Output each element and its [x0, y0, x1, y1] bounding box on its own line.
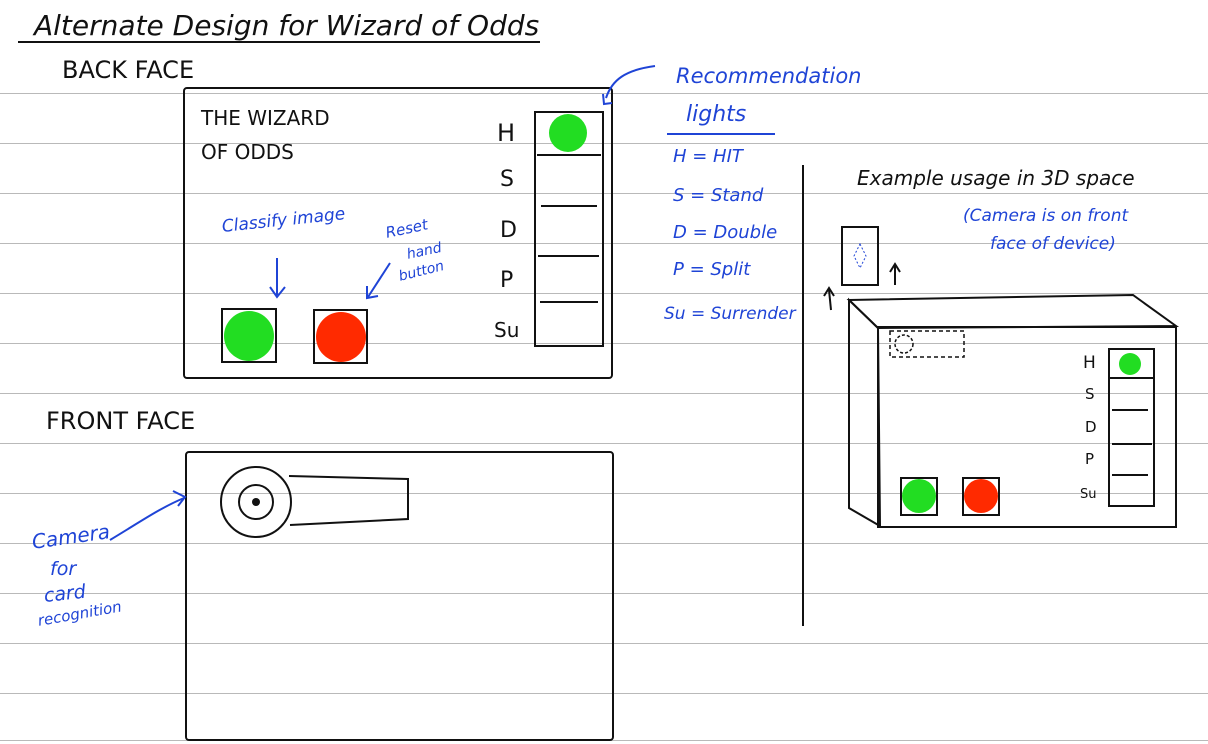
example-card-pips — [853, 242, 867, 270]
device-front-face — [877, 326, 1177, 528]
device-reset-button — [964, 479, 998, 513]
example-arrow-head — [889, 262, 901, 273]
device-top-face — [846, 293, 1180, 330]
front-face-heading: FRONT FACE — [46, 407, 196, 435]
camera-lens-inner — [238, 484, 274, 520]
device-classify-button — [902, 479, 936, 513]
reset-arrow — [367, 262, 391, 298]
example-note-1: (Camera is on front — [963, 206, 1129, 226]
camera-arm — [288, 475, 409, 526]
device-camera-lens — [894, 334, 914, 354]
lights-column — [534, 111, 604, 347]
recommendation-subtitle: lights — [686, 102, 747, 127]
ruled-line — [0, 93, 1208, 94]
example-title: Example usage in 3D space — [857, 166, 1135, 190]
legend-stand: S = Stand — [673, 185, 764, 206]
device-side-face — [848, 297, 882, 528]
device-light-label-s: S — [1085, 385, 1095, 403]
example-arrow — [828, 289, 832, 311]
classify-arrow-head — [269, 286, 286, 299]
device-light-label-su: Su — [1080, 487, 1097, 502]
camera-arrow-head — [172, 490, 187, 507]
legend-double: D = Double — [673, 222, 778, 243]
ruled-line — [0, 443, 1208, 444]
device-camera-dashed — [889, 330, 965, 358]
device-light-h-on — [1119, 353, 1141, 375]
device-lights-column — [1108, 348, 1155, 507]
ruled-line — [0, 593, 1208, 594]
ruled-line — [0, 543, 1208, 544]
ruled-line — [0, 693, 1208, 694]
device-name-line2: OF ODDS — [201, 140, 294, 164]
ruled-line — [0, 393, 1208, 394]
camera-label-2: for — [50, 558, 77, 580]
recommendation-arrow — [605, 65, 656, 99]
page-title: Alternate Design for Wizard of Odds — [34, 9, 540, 42]
camera-label-3: card — [42, 580, 87, 607]
reset-button-frame — [313, 309, 368, 364]
reset-arrow-head — [366, 286, 379, 300]
classify-button-frame — [221, 308, 277, 363]
device-light-label-d: D — [1085, 418, 1097, 436]
light-label-h: H — [497, 119, 516, 147]
device-light-label-p: P — [1085, 450, 1095, 468]
legend-hit: H = HIT — [673, 146, 743, 167]
example-card — [841, 226, 879, 286]
light-label-p: P — [500, 268, 514, 293]
ruled-line — [0, 493, 1208, 494]
front-face-outline — [185, 451, 614, 741]
light-label-su: Su — [494, 318, 520, 342]
example-arrow-head — [823, 286, 835, 297]
camera-arrow — [109, 497, 185, 541]
device-name-line1: THE WIZARD — [201, 106, 330, 130]
camera-lens-dot — [252, 498, 260, 506]
device-reset-frame — [962, 477, 1000, 516]
light-label-s: S — [500, 167, 514, 192]
reset-button — [316, 312, 366, 362]
back-face-outline — [183, 87, 613, 379]
classify-button — [224, 311, 274, 361]
recommendation-arrow-head — [602, 93, 613, 106]
ruled-line — [0, 643, 1208, 644]
legend-split: P = Split — [673, 259, 751, 280]
light-label-d: D — [500, 218, 517, 243]
legend-surrender: Su = Surrender — [664, 304, 796, 324]
camera-lens-outer — [220, 466, 292, 538]
device-classify-frame — [900, 477, 938, 516]
back-face-heading: BACK FACE — [62, 56, 195, 84]
device-light-label-h: H — [1083, 353, 1096, 373]
light-h-on — [549, 114, 587, 152]
example-note-2: face of device) — [990, 234, 1116, 254]
recommendation-title: Recommendation — [676, 64, 862, 88]
